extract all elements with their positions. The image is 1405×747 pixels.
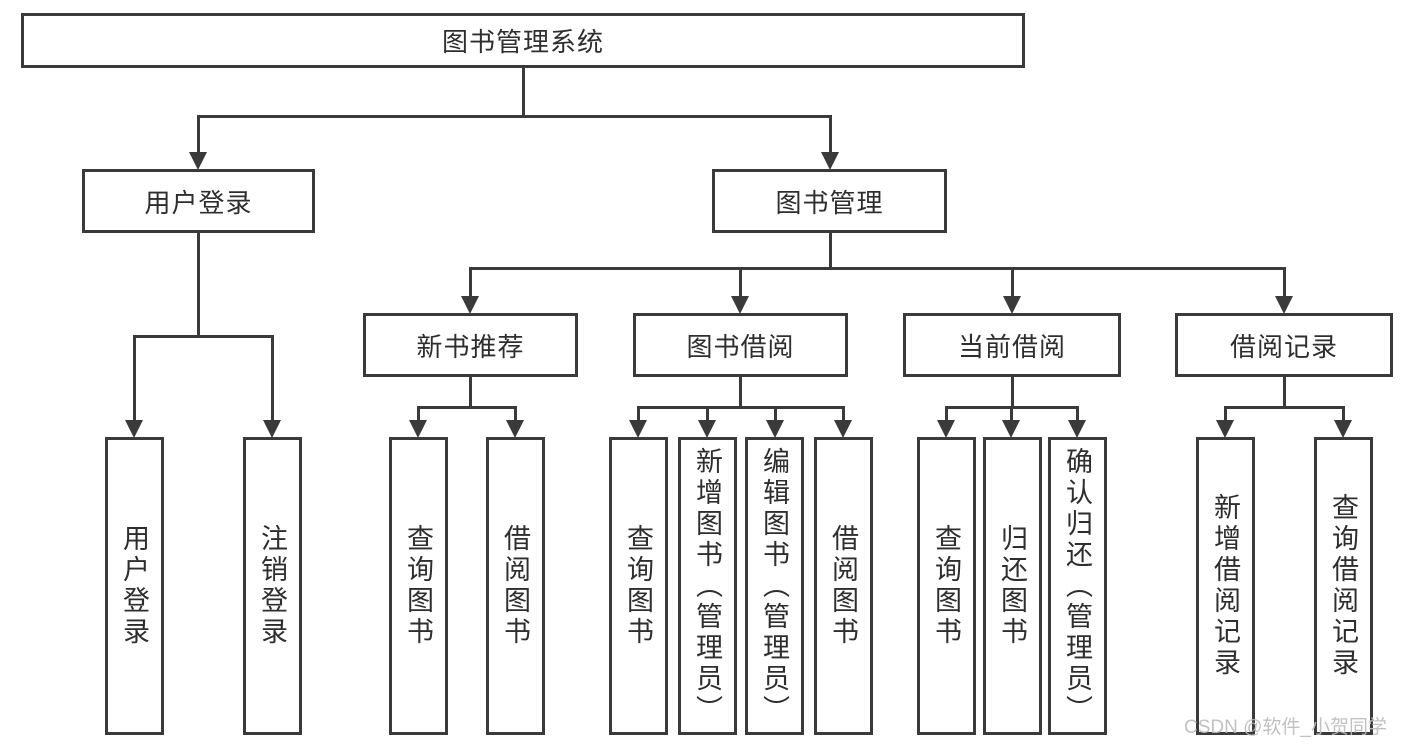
arrow-down-icon bbox=[1216, 420, 1234, 438]
node-label: 用户登录 bbox=[119, 524, 149, 648]
node-user-login: 用户登录 bbox=[82, 169, 315, 233]
arrow-down-icon bbox=[731, 296, 749, 314]
connector-line bbox=[1342, 407, 1345, 420]
connector-line bbox=[842, 407, 845, 420]
connector-line bbox=[417, 406, 517, 409]
connector-line bbox=[417, 407, 420, 420]
node-label: 图书借阅 bbox=[686, 331, 795, 362]
node-book-management: 图书管理 bbox=[712, 169, 947, 233]
leaf-query-books-recommend: 查询图书 bbox=[389, 437, 448, 735]
connector-line bbox=[739, 377, 742, 407]
node-borrowing-records: 借阅记录 bbox=[1175, 313, 1393, 377]
node-label: 图书管理系统 bbox=[441, 27, 604, 57]
arrow-down-icon bbox=[1003, 296, 1021, 314]
node-label: 用户登录 bbox=[144, 187, 253, 218]
arrow-down-icon bbox=[766, 420, 784, 438]
arrow-down-icon bbox=[698, 420, 716, 438]
node-new-book-recommendation: 新书推荐 bbox=[363, 313, 578, 377]
leaf-add-borrow-record: 新增借阅记录 bbox=[1196, 437, 1255, 735]
connector-line bbox=[1076, 407, 1079, 420]
connector-line bbox=[522, 68, 525, 116]
arrow-down-icon bbox=[506, 420, 524, 438]
connector-line bbox=[1011, 377, 1014, 407]
connector-line bbox=[829, 116, 832, 152]
arrow-down-icon bbox=[1334, 420, 1352, 438]
leaf-query-borrow-record: 查询借阅记录 bbox=[1314, 437, 1373, 735]
connector-line bbox=[469, 377, 472, 407]
node-label: 编辑图书（管理员） bbox=[759, 446, 789, 726]
node-label: 注销登录 bbox=[257, 524, 287, 648]
node-label: 借阅图书 bbox=[500, 524, 530, 648]
node-label: 查询图书 bbox=[623, 524, 653, 648]
arrow-down-icon bbox=[821, 152, 839, 170]
leaf-add-book-admin: 新增图书（管理员） bbox=[678, 437, 737, 735]
arrow-down-icon bbox=[189, 152, 207, 170]
connector-line bbox=[829, 233, 832, 268]
arrow-down-icon bbox=[409, 420, 427, 438]
connector-line bbox=[1283, 377, 1286, 407]
connector-line bbox=[637, 406, 845, 409]
arrow-down-icon bbox=[629, 420, 647, 438]
connector-line bbox=[1283, 268, 1286, 296]
node-book-borrowing: 图书借阅 bbox=[633, 313, 848, 377]
arrow-down-icon bbox=[125, 420, 143, 438]
connector-line bbox=[706, 407, 709, 420]
node-label: 新书推荐 bbox=[416, 331, 525, 362]
leaf-return-books: 归还图书 bbox=[983, 437, 1042, 735]
node-label: 查询借阅记录 bbox=[1328, 493, 1358, 679]
leaf-borrow-books-recommend: 借阅图书 bbox=[486, 437, 545, 735]
connector-line bbox=[197, 233, 200, 336]
connector-line bbox=[637, 407, 640, 420]
node-label: 借阅记录 bbox=[1229, 331, 1338, 362]
connector-line bbox=[133, 335, 274, 338]
arrow-down-icon bbox=[1002, 420, 1020, 438]
node-library-management-system: 图书管理系统 bbox=[21, 13, 1025, 68]
node-current-borrowing: 当前借阅 bbox=[903, 313, 1121, 377]
leaf-borrow-books-borrowing: 借阅图书 bbox=[814, 437, 873, 735]
connector-line bbox=[514, 407, 517, 420]
connector-line bbox=[1224, 406, 1345, 409]
connector-line bbox=[739, 268, 742, 296]
leaf-user-login: 用户登录 bbox=[105, 437, 164, 735]
node-label: 归还图书 bbox=[997, 524, 1027, 648]
connector-line bbox=[469, 267, 1286, 270]
watermark: CSDN @软件_小贺同学 bbox=[1184, 717, 1387, 738]
arrow-down-icon bbox=[1275, 296, 1293, 314]
node-label: 查询图书 bbox=[931, 524, 961, 648]
leaf-query-books-current: 查询图书 bbox=[917, 437, 976, 735]
connector-line bbox=[945, 407, 948, 420]
arrow-down-icon bbox=[461, 296, 479, 314]
node-label: 新增借阅记录 bbox=[1210, 493, 1240, 679]
node-label: 当前借阅 bbox=[957, 331, 1066, 362]
node-label: 新增图书（管理员） bbox=[692, 446, 722, 726]
arrow-down-icon bbox=[834, 420, 852, 438]
connector-line bbox=[133, 336, 136, 420]
node-label: 借阅图书 bbox=[828, 524, 858, 648]
leaf-edit-book-admin: 编辑图书（管理员） bbox=[745, 437, 804, 735]
connector-line bbox=[197, 115, 832, 118]
arrow-down-icon bbox=[1068, 420, 1086, 438]
leaf-confirm-return-admin: 确认归还（管理员） bbox=[1048, 437, 1107, 735]
arrow-down-icon bbox=[263, 420, 281, 438]
connector-line bbox=[271, 336, 274, 420]
leaf-query-books-borrowing: 查询图书 bbox=[609, 437, 668, 735]
connector-line bbox=[1224, 407, 1227, 420]
connector-line bbox=[469, 268, 472, 296]
node-label: 图书管理 bbox=[775, 187, 884, 218]
leaf-logout: 注销登录 bbox=[243, 437, 302, 735]
connector-line bbox=[1011, 268, 1014, 296]
arrow-down-icon bbox=[937, 420, 955, 438]
connector-line bbox=[774, 407, 777, 420]
node-label: 查询图书 bbox=[403, 524, 433, 648]
connector-line bbox=[1010, 407, 1013, 420]
node-label: 确认归还（管理员） bbox=[1062, 446, 1092, 726]
connector-line bbox=[197, 116, 200, 152]
